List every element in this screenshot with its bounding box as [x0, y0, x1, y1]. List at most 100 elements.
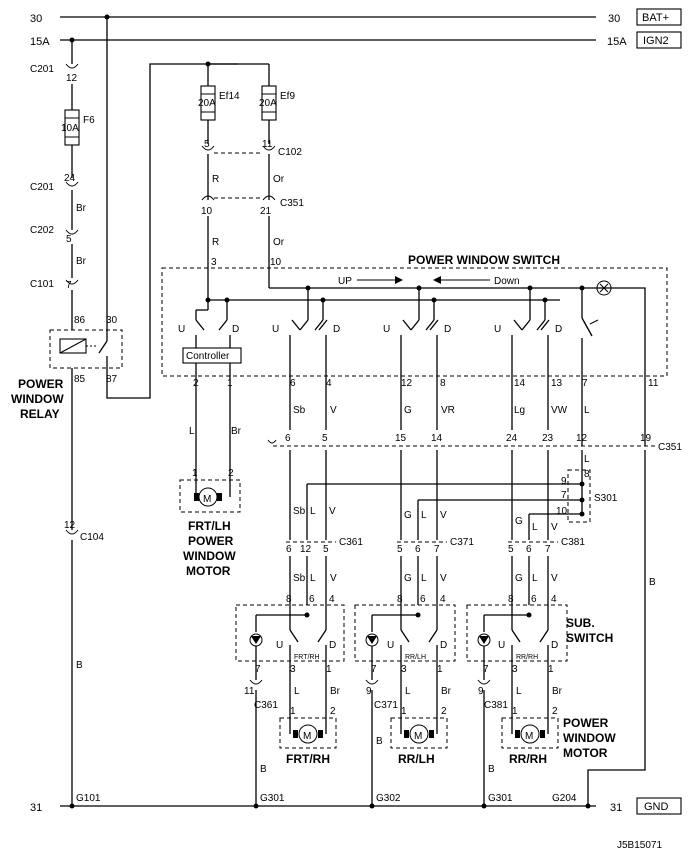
ign2-rail: 15A 15A IGN2: [30, 31, 682, 49]
c361-lamp-pin: 11: [244, 686, 255, 697]
motor2-icon: [409, 724, 429, 744]
rr-lh-u: U: [383, 324, 390, 335]
sub3-tag: RR/RH: [516, 654, 538, 661]
wire-or-1: Or: [273, 174, 285, 185]
motor-rr-rh-label: RR/RH: [509, 752, 547, 766]
wire-v-6: V: [440, 573, 447, 584]
rail-30-left: 30: [30, 13, 42, 25]
motor-rr-lh: L Br 1 2 M RR/LH: [390, 686, 452, 766]
sub3-pin-6: 6: [531, 594, 537, 605]
sub2-pin-3: 3: [401, 664, 407, 675]
c371-label: C371: [450, 537, 474, 548]
c102-label: C102: [278, 147, 302, 158]
frt-lh-pin-2: 2: [193, 378, 199, 389]
switch-title: POWER WINDOW SWITCH: [408, 253, 560, 267]
fuse-ef9-name: Ef9: [280, 91, 295, 102]
power-window-switch: POWER WINDOW SWITCH UP Down: [161, 253, 668, 377]
sub3-pin-1: 1: [548, 664, 554, 675]
switch-lamp-icon: [596, 280, 612, 296]
wire-v-7: V: [551, 573, 558, 584]
sub1-tag: FRT/RH: [294, 654, 320, 661]
diagram-id: J5B15071: [617, 840, 662, 851]
sub-connectors: C361 6 12 5 C371 5 6 7 C381 5 6 7: [286, 537, 585, 555]
c202-pin: 5: [66, 234, 72, 245]
wire-or-2: Or: [273, 237, 285, 248]
c351-row-6: 6: [285, 433, 291, 444]
rr-lh-pin-12: 12: [401, 378, 413, 389]
frt-lh-pin-1: 1: [227, 378, 233, 389]
wire-br-1: Br: [76, 203, 87, 214]
sub3-pin-3: 3: [512, 664, 518, 675]
s301-label: S301: [594, 493, 618, 504]
c371-pin-7: 7: [434, 544, 440, 555]
sub2-u: U: [387, 640, 394, 651]
s301-pin-7: 7: [561, 490, 567, 501]
wire-l-sub1: L: [310, 506, 316, 517]
motor3-pin2: 2: [552, 706, 558, 717]
wire-l-4: L: [421, 573, 427, 584]
rr-rh-u: U: [494, 324, 501, 335]
frt-lh-motor-pin2: 2: [228, 468, 234, 479]
switch-pin-3: 3: [211, 257, 217, 268]
c351-label-bottom: C351: [658, 442, 682, 453]
sub2-pin-7: 7: [371, 664, 377, 675]
relay-title-1: POWER: [18, 377, 64, 391]
motor2-pin2: 2: [441, 706, 447, 717]
switch-pin-10: 10: [270, 257, 282, 268]
motor1-icon: [298, 724, 318, 744]
sub-switch-frt-rh: 8 6 4 U D FRT/RH 7 3 1: [235, 594, 345, 720]
motor-frt-rh-label: FRT/RH: [286, 752, 330, 766]
wire-v-2: V: [329, 506, 336, 517]
switch-frt-lh: U D Controller 2 1 L Br: [178, 300, 242, 475]
wire-l-3: L: [310, 573, 316, 584]
c351-row-5: 5: [322, 433, 328, 444]
wire-r-2: R: [212, 237, 219, 248]
c381-pin-6: 6: [526, 544, 532, 555]
sub1-pin-7: 7: [255, 664, 261, 675]
sub1-pin-4: 4: [329, 594, 335, 605]
c202-label: C202: [30, 225, 54, 236]
frt-lh-motor-pin1: 1: [192, 468, 198, 479]
wire-v-3: V: [440, 510, 447, 521]
sub-wires: Sb L V G L V G L V: [289, 556, 558, 605]
sub-switch-rr-rh: 8 6 4 U D RR/RH 7 3 1: [466, 594, 568, 720]
frt-lh-title-3: WINDOW: [183, 549, 236, 563]
frt-rh-u: U: [272, 324, 279, 335]
motor-frt-rh: L Br 1 2 M FRT/RH: [279, 686, 341, 766]
motor1-pin2: 2: [330, 706, 336, 717]
frt-lh-motor: 1 2 M FRT/LH POWER WINDOW MOTOR: [179, 468, 241, 578]
sub1-u: U: [276, 640, 283, 651]
sub1-d: D: [329, 640, 336, 651]
wire-b-g302: B: [376, 736, 383, 747]
c201-label: C201: [30, 64, 54, 75]
wire-g-4: G: [404, 573, 412, 584]
sub3-u: U: [498, 640, 505, 651]
switch-up-label: UP: [338, 276, 352, 287]
sub3-pin-8: 8: [508, 594, 514, 605]
motor3-m: M: [525, 731, 533, 742]
wire-l-sub2: L: [421, 510, 427, 521]
c101-pin: 7: [66, 280, 72, 291]
relay-pin-87: 87: [106, 374, 118, 385]
wire-v-4: V: [551, 522, 558, 533]
relay-title-2: WINDOW: [11, 392, 64, 406]
fuse-f6-rating: 10A: [61, 123, 79, 134]
c351-connector-row: C351 6 5 15 14 24 23 12 19: [267, 376, 682, 453]
wire-g-2: G: [404, 510, 412, 521]
wire-lg: Lg: [514, 405, 525, 416]
controller-label: Controller: [186, 351, 230, 362]
ground-g101: G101: [76, 793, 101, 804]
wire-br-m2: Br: [441, 686, 452, 697]
c351-pin-21: 21: [260, 206, 272, 217]
rail-31-left: 31: [30, 802, 42, 814]
wire-b-g204: B: [649, 577, 656, 588]
wire-v-5: V: [330, 573, 337, 584]
switch-pin-11: 11: [648, 378, 659, 389]
splice-s301: L 8 9 7 10 S301: [307, 450, 618, 523]
rr-rh-d: D: [555, 324, 562, 335]
c381-pin-5: 5: [508, 544, 514, 555]
c104-pin: 12: [64, 520, 76, 531]
sub2-pin-6: 6: [420, 594, 426, 605]
fuse-ef14-name: Ef14: [219, 91, 240, 102]
